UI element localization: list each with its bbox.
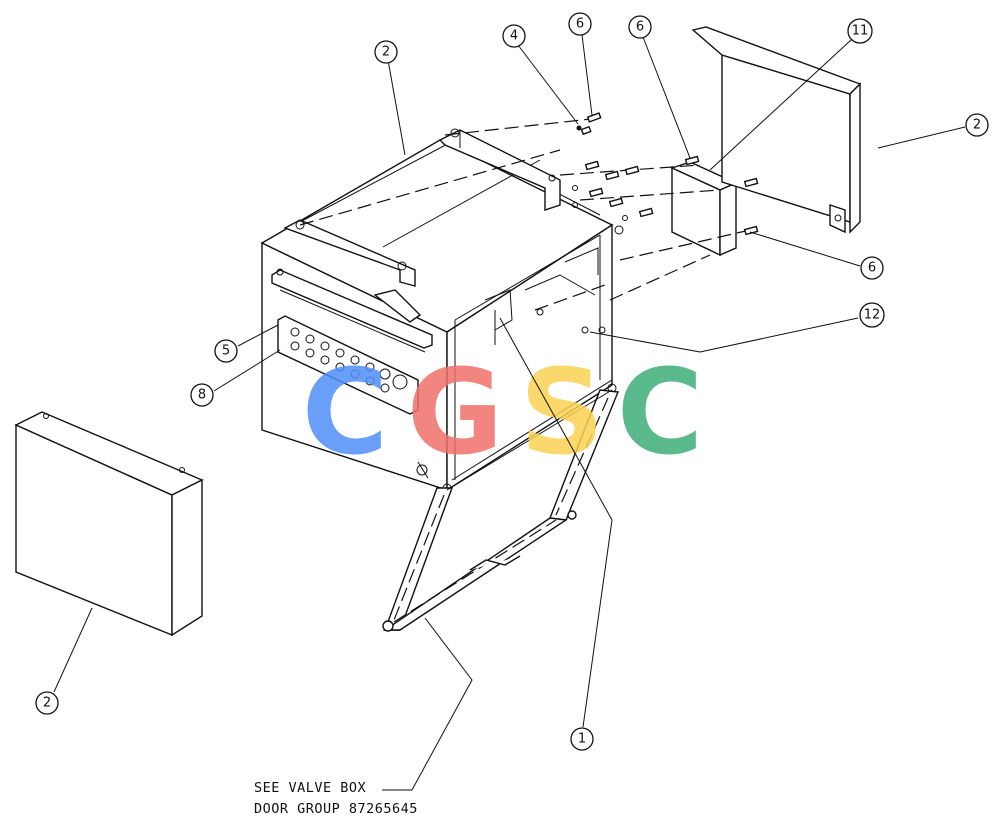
callout-4: 4	[502, 24, 526, 48]
left-cover	[14, 411, 204, 637]
svg-text:1: 1	[578, 732, 586, 747]
watermark-letter-s: S	[520, 343, 605, 481]
leader-lines	[53, 34, 966, 791]
callout-bubbles: 2 4 6 6 11 2 6 12 5 8 2 1	[35, 12, 989, 751]
callout-1: 1	[570, 727, 594, 751]
svg-text:2: 2	[973, 118, 981, 133]
callout-6-b: 6	[628, 15, 652, 39]
callout-6-a: 6	[568, 12, 592, 36]
svg-text:6: 6	[868, 261, 876, 276]
note-line-2: DOOR GROUP 87265645	[254, 801, 418, 817]
door-frame	[382, 379, 619, 632]
note-line-1: SEE VALVE BOX	[254, 780, 367, 796]
watermark-letter-c2: C	[617, 343, 704, 481]
svg-text:11: 11	[852, 24, 869, 39]
svg-text:4: 4	[510, 29, 518, 44]
svg-text:2: 2	[382, 45, 390, 60]
watermark: C G S C	[302, 343, 704, 481]
svg-text:5: 5	[222, 344, 230, 359]
right-cover	[691, 26, 862, 234]
watermark-letter-g: G	[407, 343, 504, 481]
terminal-box	[670, 161, 738, 257]
svg-text:6: 6	[636, 20, 644, 35]
svg-text:8: 8	[198, 388, 206, 403]
callout-2-left: 2	[35, 691, 59, 715]
callout-11: 11	[847, 18, 873, 44]
callout-2-top: 2	[374, 40, 398, 64]
callout-5: 5	[214, 339, 238, 363]
callout-12: 12	[859, 302, 885, 328]
svg-text:6: 6	[576, 17, 584, 32]
fasteners	[299, 112, 759, 334]
callout-6-c: 6	[860, 256, 884, 280]
svg-text:2: 2	[43, 696, 51, 711]
callout-8: 8	[190, 383, 214, 407]
watermark-letter-c1: C	[302, 343, 389, 481]
callout-2-right: 2	[965, 113, 989, 137]
svg-text:12: 12	[864, 308, 881, 323]
valve-box-body	[260, 128, 624, 493]
